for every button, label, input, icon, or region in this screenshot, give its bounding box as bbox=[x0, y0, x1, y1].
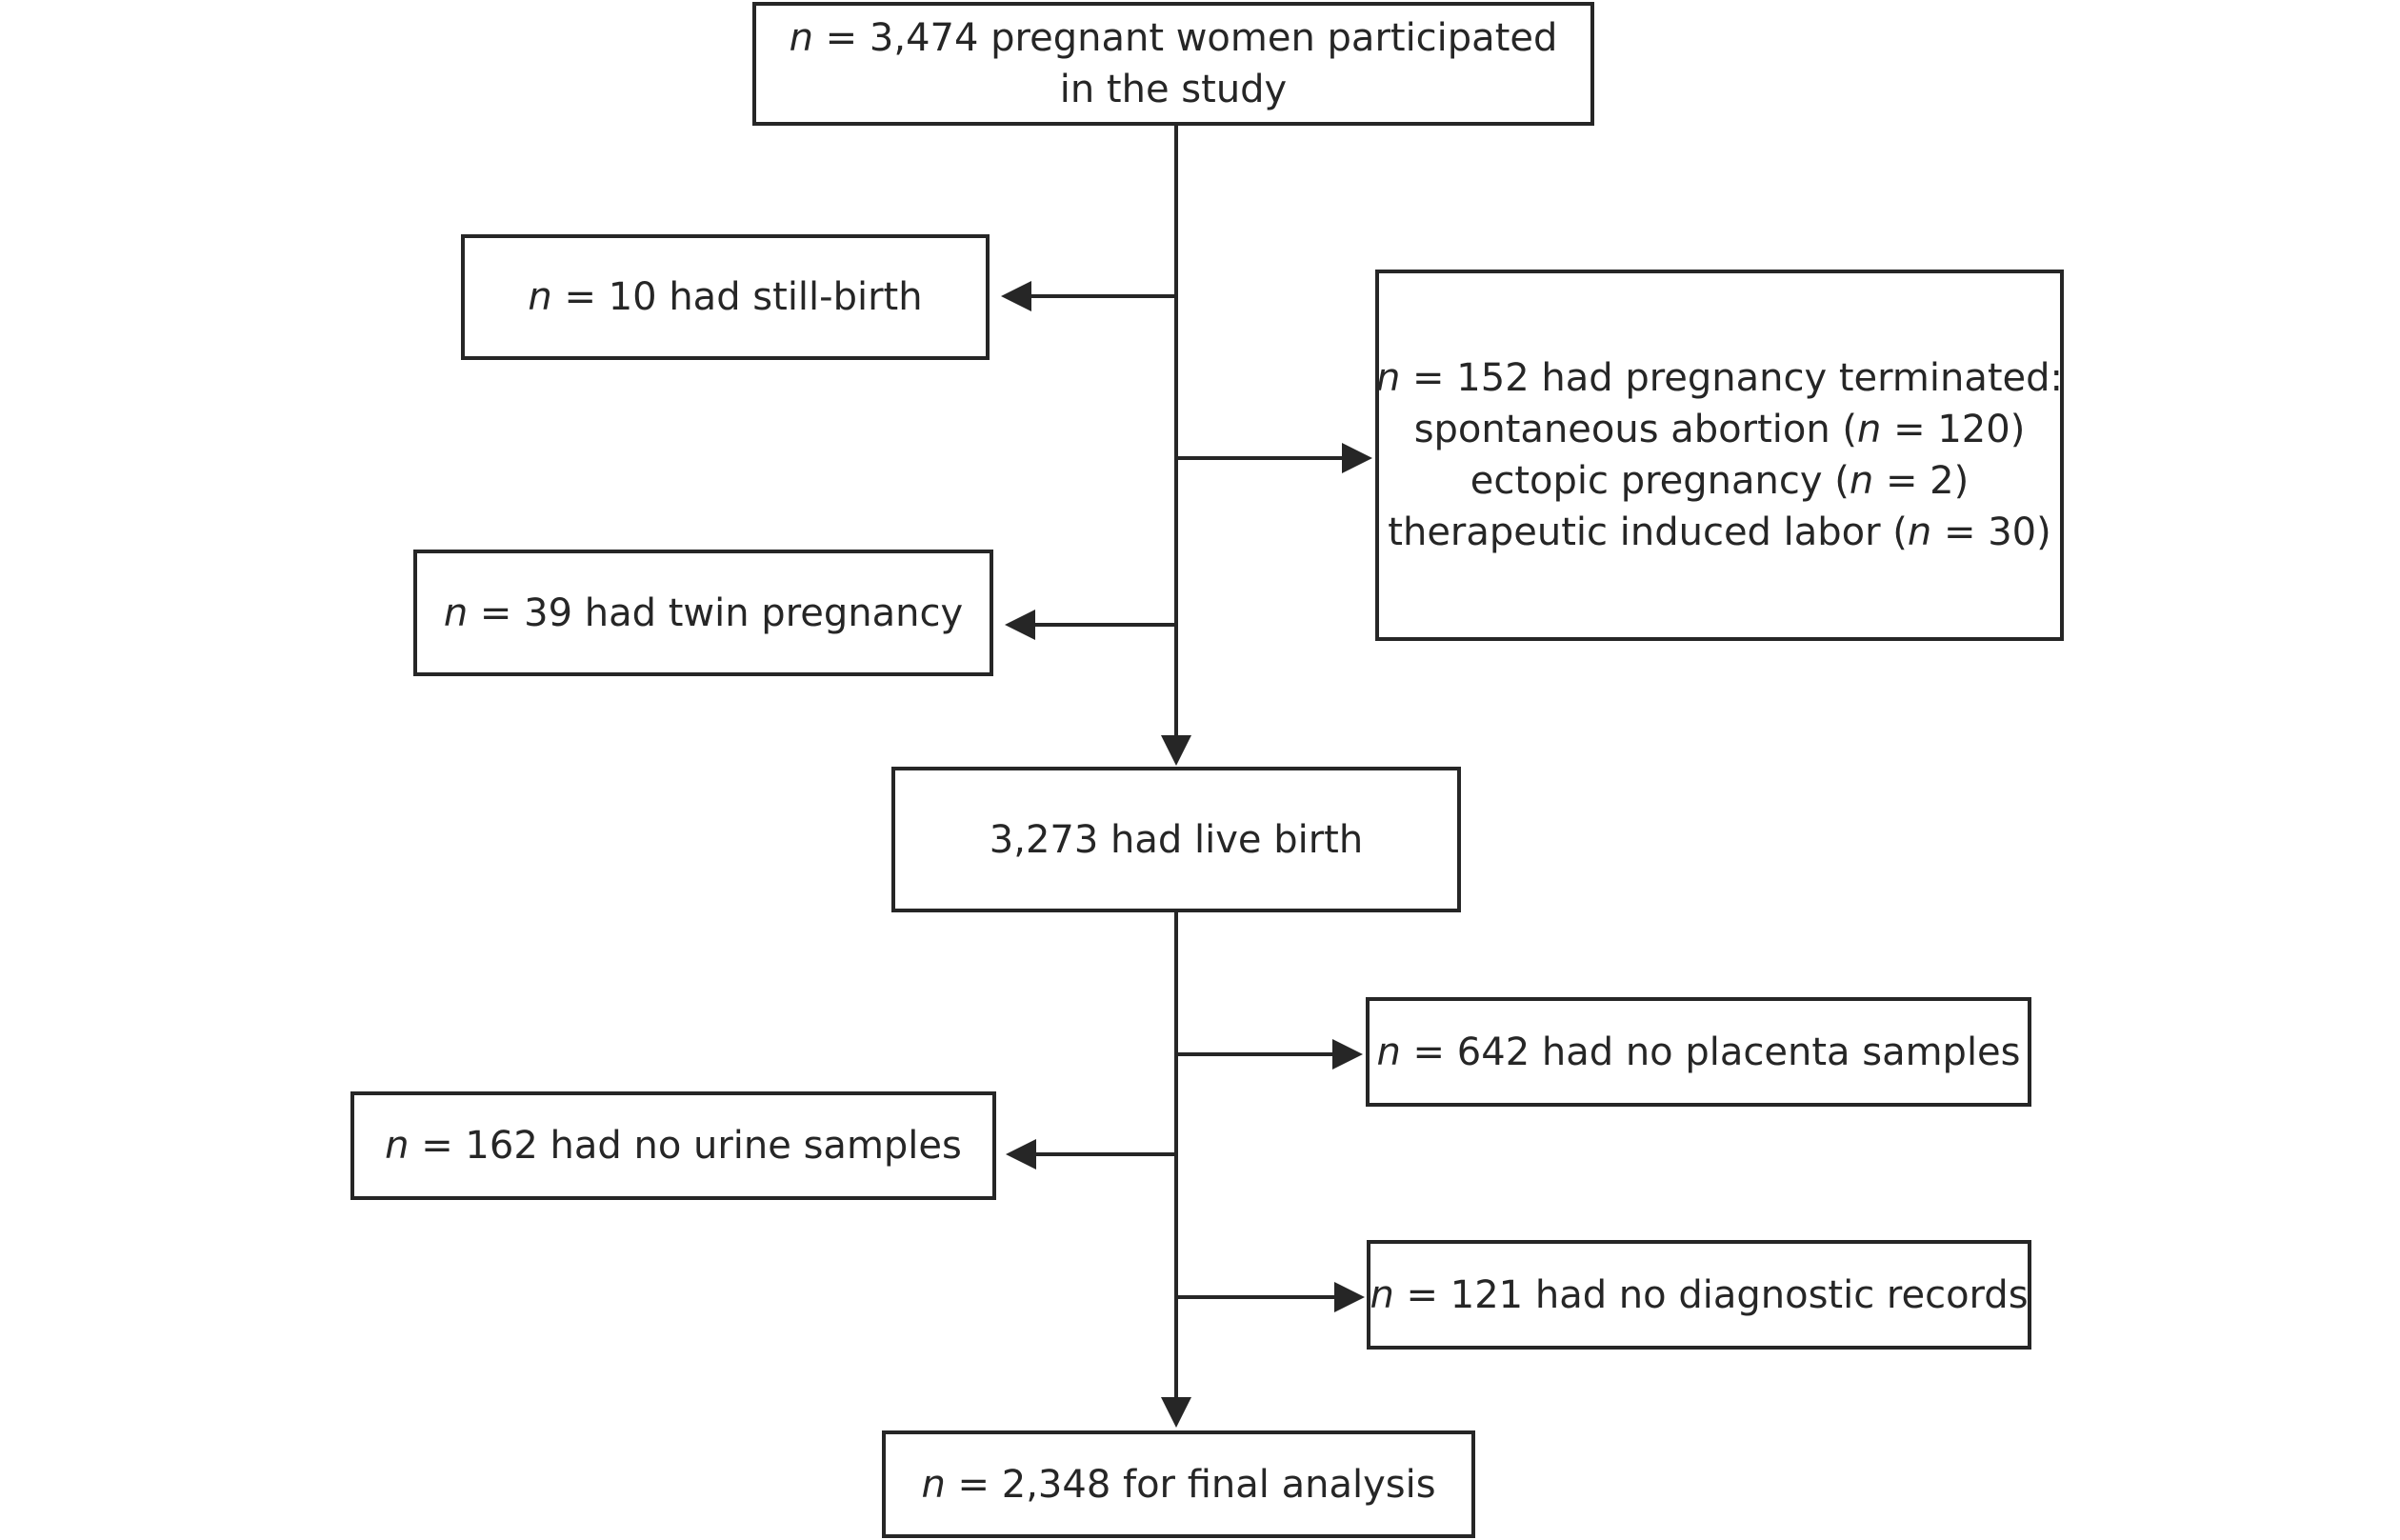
ectopic-pregnancy-label: ectopic pregnancy ( bbox=[1470, 459, 1850, 503]
n-symbol: n bbox=[1907, 510, 1932, 554]
terminated-text: = 152 had pregnancy terminated: bbox=[1400, 356, 2064, 400]
box-terminated: n = 152 had pregnancy terminated: sponta… bbox=[1375, 270, 2064, 641]
n-symbol: n bbox=[921, 1462, 946, 1507]
twin-text: = 39 had twin pregnancy bbox=[468, 590, 964, 635]
final-text: = 2,348 for final analysis bbox=[945, 1462, 1436, 1507]
stillbirth-line: n = 10 had still-birth bbox=[528, 271, 922, 323]
n-symbol: n bbox=[528, 275, 552, 319]
diagnostic-line: n = 121 had no diagnostic records bbox=[1370, 1270, 2028, 1321]
ectopic-pregnancy-line: ectopic pregnancy (n = 2) bbox=[1470, 455, 1969, 507]
n-symbol: n bbox=[1370, 1272, 1394, 1317]
n-symbol: n bbox=[443, 590, 469, 635]
n-symbol: n bbox=[1376, 1030, 1401, 1074]
placenta-line: n = 642 had no placenta samples bbox=[1376, 1027, 2020, 1078]
n-symbol: n bbox=[1857, 408, 1882, 451]
stillbirth-text: = 10 had still-birth bbox=[551, 275, 923, 319]
n-symbol: n bbox=[385, 1124, 410, 1168]
box-stillbirth: n = 10 had still-birth bbox=[461, 234, 990, 360]
n-symbol: n bbox=[789, 16, 813, 60]
box-final: n = 2,348 for final analysis bbox=[882, 1430, 1475, 1538]
box-diagnostic: n = 121 had no diagnostic records bbox=[1367, 1240, 2031, 1350]
spontaneous-abortion-label: spontaneous abortion ( bbox=[1413, 408, 1858, 451]
n-symbol: n bbox=[1375, 356, 1401, 400]
box-urine: n = 162 had no urine samples bbox=[350, 1091, 996, 1200]
livebirth-line: 3,273 had live birth bbox=[989, 817, 1364, 862]
diagnostic-text: = 121 had no diagnostic records bbox=[1393, 1272, 2029, 1317]
box-twin: n = 39 had twin pregnancy bbox=[413, 550, 993, 676]
urine-line: n = 162 had no urine samples bbox=[385, 1120, 962, 1171]
spontaneous-abortion-line: spontaneous abortion (n = 120) bbox=[1414, 404, 2026, 455]
box-placenta: n = 642 had no placenta samples bbox=[1366, 997, 2031, 1107]
terminated-line-1: n = 152 had pregnancy terminated: bbox=[1376, 352, 2063, 404]
participants-line-1: n = 3,474 pregnant women participated bbox=[790, 12, 1558, 64]
twin-line: n = 39 had twin pregnancy bbox=[444, 588, 963, 639]
n-symbol: n bbox=[1849, 459, 1874, 503]
therapeutic-labor-label: therapeutic induced labor ( bbox=[1388, 510, 1908, 554]
box-livebirth: 3,273 had live birth bbox=[891, 767, 1461, 912]
final-line: n = 2,348 for final analysis bbox=[921, 1459, 1435, 1510]
box-participants: n = 3,474 pregnant women participated in… bbox=[752, 2, 1594, 126]
therapeutic-labor-line: therapeutic induced labor (n = 30) bbox=[1388, 507, 2050, 558]
urine-text: = 162 had no urine samples bbox=[409, 1124, 962, 1168]
placenta-text: = 642 had no placenta samples bbox=[1400, 1030, 2021, 1074]
spontaneous-abortion-value: = 120) bbox=[1881, 408, 2026, 451]
therapeutic-labor-value: = 30) bbox=[1931, 510, 2051, 554]
participants-text: = 3,474 pregnant women participated bbox=[812, 16, 1558, 60]
ectopic-pregnancy-value: = 2) bbox=[1873, 459, 1970, 503]
participants-line-2: in the study bbox=[1059, 68, 1288, 111]
